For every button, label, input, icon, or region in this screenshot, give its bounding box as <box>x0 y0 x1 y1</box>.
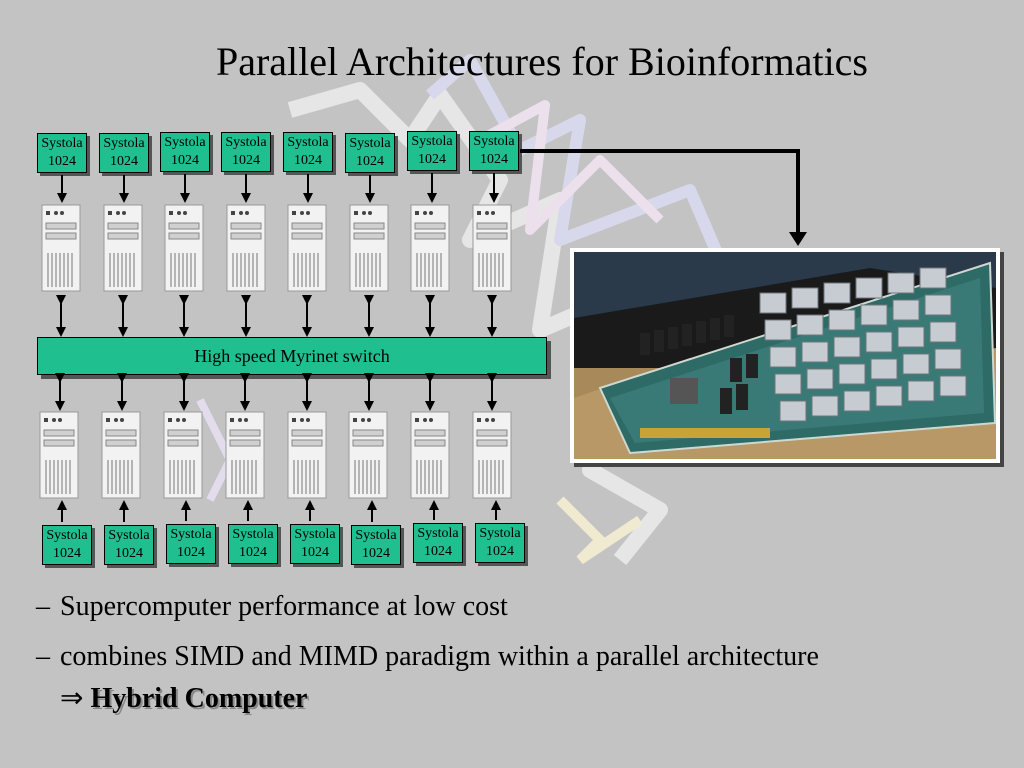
hybrid-label: Hybrid Computer <box>90 683 308 714</box>
server-tower <box>41 204 81 292</box>
bullet-item: – Supercomputer performance at low cost <box>36 590 1016 624</box>
bullet-text: combines SIMD and MIMD paradigm within a… <box>60 641 819 672</box>
server-tower <box>287 204 327 292</box>
server-tower <box>226 204 266 292</box>
hybrid-conclusion: ⇒ Hybrid Computer <box>60 682 307 716</box>
bullet-text: Supercomputer performance at low cost <box>60 591 508 622</box>
server-tower <box>163 411 203 499</box>
bullet-dash: – <box>36 641 50 672</box>
implies-symbol: ⇒ <box>60 683 84 714</box>
server-tower <box>410 204 450 292</box>
server-tower <box>349 204 389 292</box>
systola-card-photo <box>570 248 1000 463</box>
server-tower <box>348 411 388 499</box>
server-tower <box>472 411 512 499</box>
server-tower <box>101 411 141 499</box>
server-tower <box>472 204 512 292</box>
bullet-dash: – <box>36 591 50 622</box>
server-tower <box>410 411 450 499</box>
server-tower <box>39 411 79 499</box>
server-tower <box>287 411 327 499</box>
page-title: Parallel Architectures for Bioinformatic… <box>215 39 868 84</box>
bullet-list: – Supercomputer performance at low cost … <box>36 590 1016 690</box>
server-tower <box>164 204 204 292</box>
bullet-item: – combines SIMD and MIMD paradigm within… <box>36 640 1016 674</box>
myrinet-switch: High speed Myrinet switch <box>37 337 547 375</box>
server-tower <box>225 411 265 499</box>
server-tower <box>103 204 143 292</box>
